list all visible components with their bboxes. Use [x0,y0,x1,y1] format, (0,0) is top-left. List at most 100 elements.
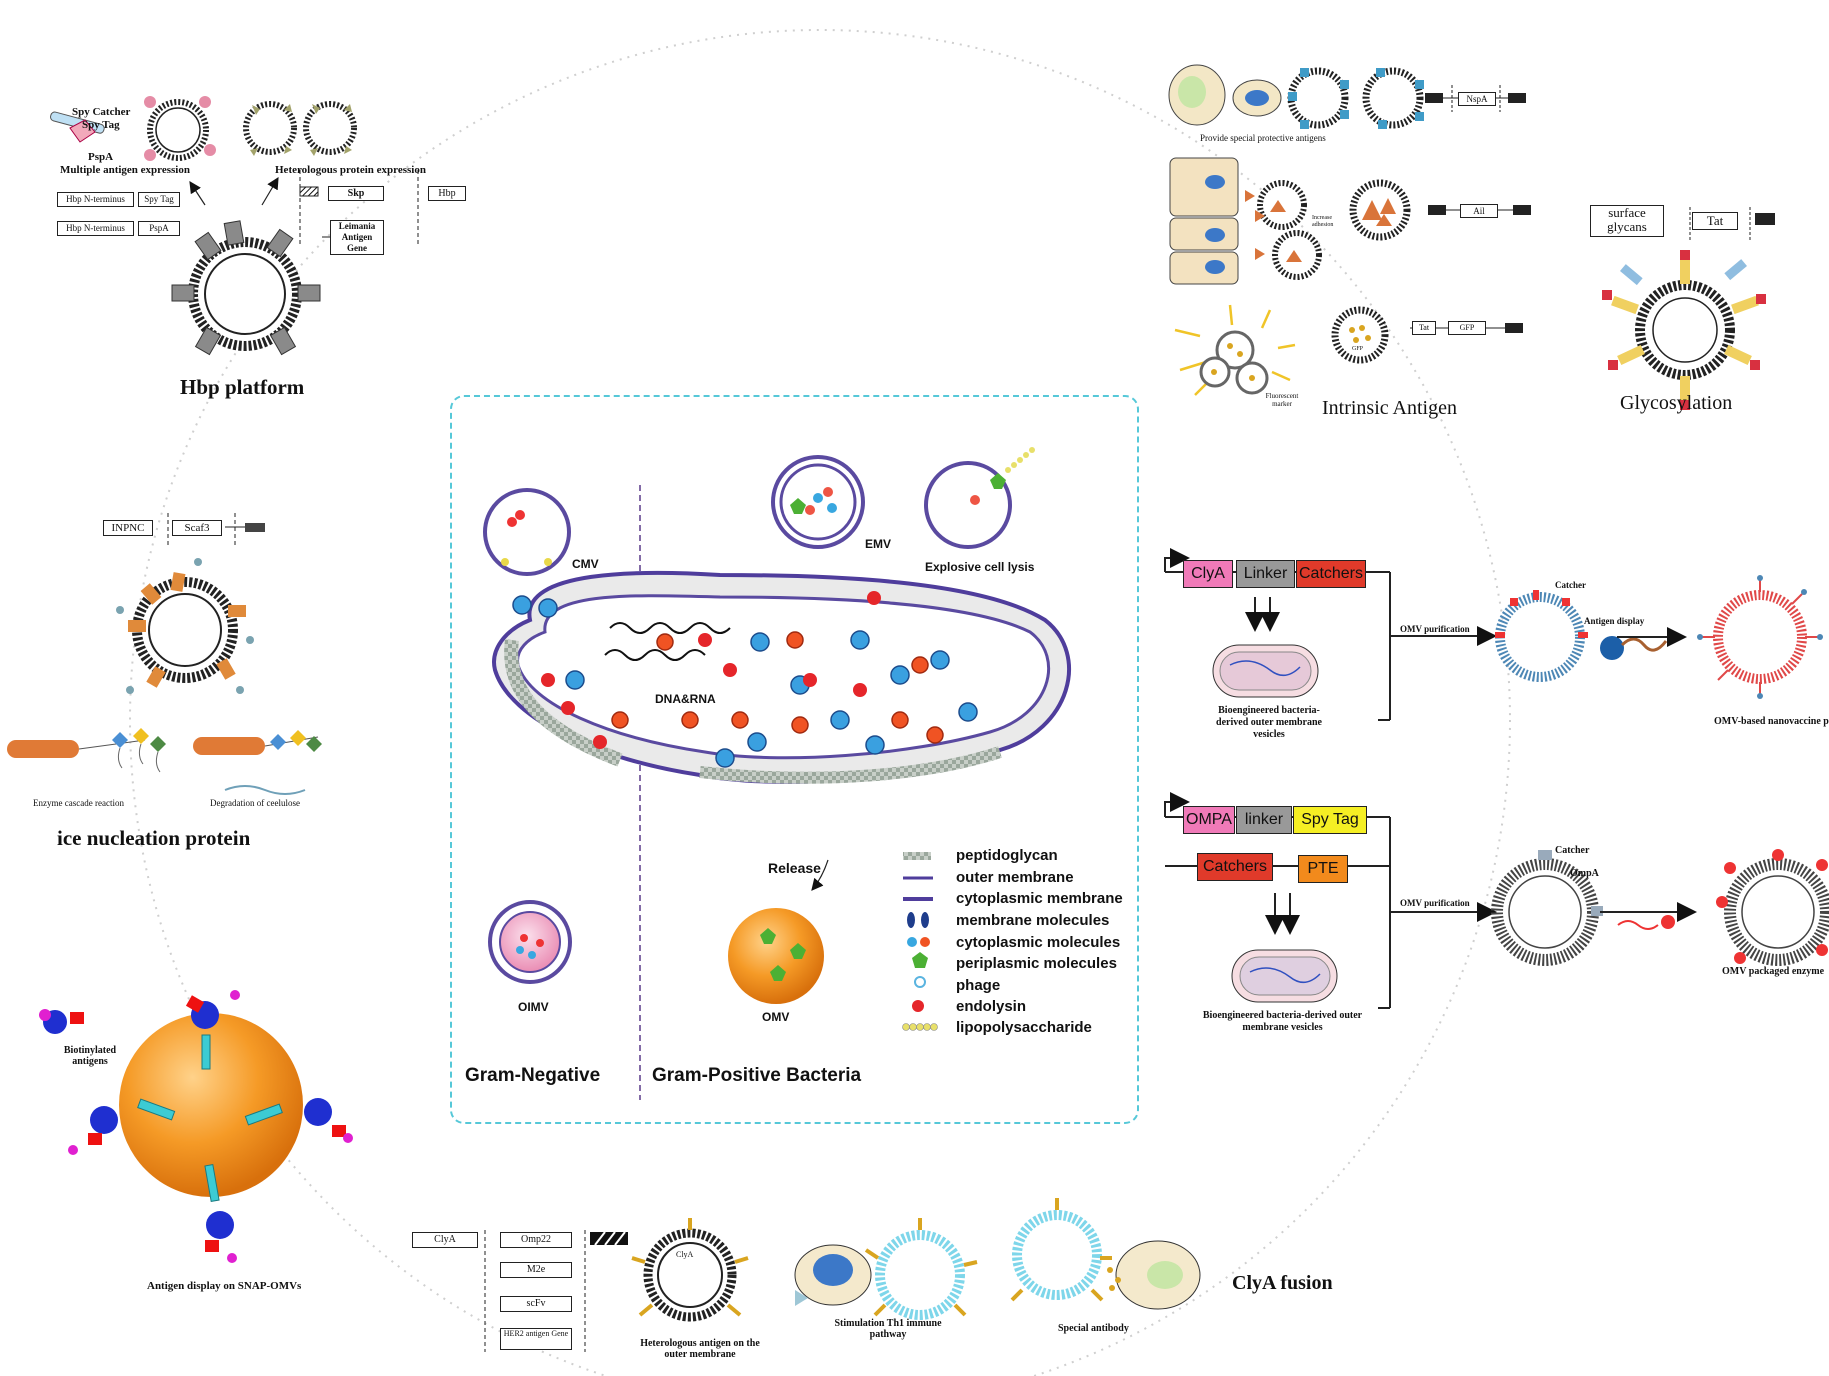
ompa-section [1164,792,1829,1009]
glyco-section [1602,207,1775,410]
ice-section [7,513,322,795]
catcher-clya-box: ClyA [1183,560,1233,588]
ompa-purification-label: OMV purification [1400,898,1470,908]
gfp-box: GFP [1448,321,1486,335]
intrinsic-section [1168,64,1531,396]
center-panel [483,447,1071,1100]
ice-title: ice nucleation protein [57,826,251,850]
adhesion-cells [1169,157,1411,285]
antigen-ball [1600,636,1624,660]
outer-dotted-circle [129,29,1511,1376]
legend-endolysin: endolysin [956,998,1027,1015]
gram-negative-label: Gram-Negative [465,1065,601,1086]
gram-positive-label: Gram-Positive Bacteria [652,1065,862,1086]
gfp-vesicle-label: GFP [1352,346,1364,352]
nspa-vesicle-2 [1362,67,1424,129]
construct-hbp-n-1: Hbp N-terminus [57,192,134,207]
clya-vesicle-label: ClyA [676,1250,694,1259]
catcher-catchers-box: Catchers [1296,560,1366,588]
surface-glycans-box: surface glycans [1590,205,1664,237]
dna-strand [604,622,731,661]
inp-bar-2 [193,737,265,755]
nanovaccine-platform-label: OMV-based nanovaccine platform [1714,716,1829,727]
ail-box: Ail [1460,204,1498,218]
her2-box: HER2 antigen Gene [500,1328,572,1350]
cellulose-label: Degradation of ceelulose [210,798,300,808]
m2e-box: M2e [500,1262,572,1278]
construct-pspa: PspA [138,221,180,236]
heterologous-protein-label: Heterologous protein expression [275,164,426,176]
construct-hbp-n-2: Hbp N-terminus [57,221,134,236]
spy-tag-label: Spy Tag [82,119,120,131]
legend-peptidoglycan: peptidoglycan [956,847,1058,864]
legend-phage: phage [956,977,1001,994]
cmv-vesicle [483,488,571,576]
increase-adhesion-label: Increase adhesion [1312,215,1334,228]
clya-section [484,1198,1201,1352]
hbp-vesicle-1 [144,96,216,161]
heterologous-antigen-label: Heterologous antigen on the outer membra… [640,1338,760,1360]
center-panel-frame [450,395,1139,1124]
hbp-vesicle-2 [243,101,357,156]
omp22-box: Omp22 [500,1232,572,1248]
nanovaccine-vesicle [1697,575,1823,699]
hbp-title: Hbp platform [180,375,305,399]
nspa-box: NspA [1458,92,1496,106]
bacterium-1 [1212,644,1319,698]
snap-antigens [70,995,346,1252]
spytag-box: Spy Tag [1293,806,1367,834]
antigen-display-label: Antigen display [1584,616,1645,626]
omv-label: OMV [762,1010,790,1024]
clya-title: ClyA fusion [1232,1272,1333,1294]
oimv-label: OIMV [518,1000,549,1014]
ompa-bio-caption: Bioengineered bacteria-derived outer mem… [1202,1010,1363,1033]
snap-caption: Antigen display on SNAP-OMVs [147,1280,302,1292]
leimania-box: Leimania Antigen Gene [330,220,384,255]
hbp-box: Hbp [428,186,466,201]
inpnc-box: INPNC [103,520,153,536]
tat-box-intrinsic: Tat [1412,321,1436,335]
intrinsic-title: Intrinsic Antigen [1322,397,1457,419]
clya-box: ClyA [412,1232,478,1248]
th1-vesicle [864,1218,978,1320]
glyco-title: Glycosylation [1620,392,1733,414]
multiple-antigen-label: Multiple antigen expression [60,164,190,176]
snap-omv-sphere [119,1013,303,1197]
catcher-bio-caption: Bioengineered bacteria-derived outer mem… [1216,705,1322,740]
catcher-section [1164,548,1823,721]
enzyme-cascade-label: Enzyme cascade reaction [33,798,124,808]
ice-vesicle [116,558,254,694]
ompa-linker-box: linker [1236,806,1292,834]
legend-outer-membrane: outer membrane [956,869,1074,886]
biotinylated-label: Biotinylated antigens [63,1045,117,1067]
construct-spytag: Spy Tag [138,192,180,207]
hbp-section [50,96,419,356]
explosive-vesicle [924,461,1012,549]
ompa-catcher-label: Catcher [1555,845,1590,856]
scaf3-box: Scaf3 [172,520,222,536]
clya-vesicle [631,1218,749,1322]
pspa-label: PspA [88,151,114,163]
legend-icons [902,852,938,1031]
ompa-vesicle [1491,850,1603,966]
bacterium-2 [1231,949,1338,1003]
tat-box-glyco: Tat [1692,212,1738,230]
hbp-big-vesicle [171,220,321,356]
pte-box: PTE [1298,855,1348,883]
special-antibody-label: Special antibody [1058,1323,1129,1334]
nspa-vesicle-1 [1287,67,1349,129]
dna-rna-label: DNA&RNA [655,692,716,706]
inp-bar-1 [7,740,79,758]
legend-lipopolysaccharide: lipopolysaccharide [956,1019,1092,1036]
fluorescent-label: Fluorescent marker [1265,392,1299,408]
catcher-vesicle-1 [1495,590,1588,682]
catcher-vesicle-label: Catcher [1555,580,1586,590]
skp-box: Skp [328,186,384,201]
scfv-box: scFv [500,1296,572,1312]
ompa-box: OMPA [1183,806,1235,834]
catcher-linker-box: Linker [1236,560,1295,588]
packaged-vesicle [1716,849,1829,966]
legend-cytoplasmic-molecules: cytoplasmic molecules [956,934,1121,951]
omv-sphere [728,908,824,1004]
